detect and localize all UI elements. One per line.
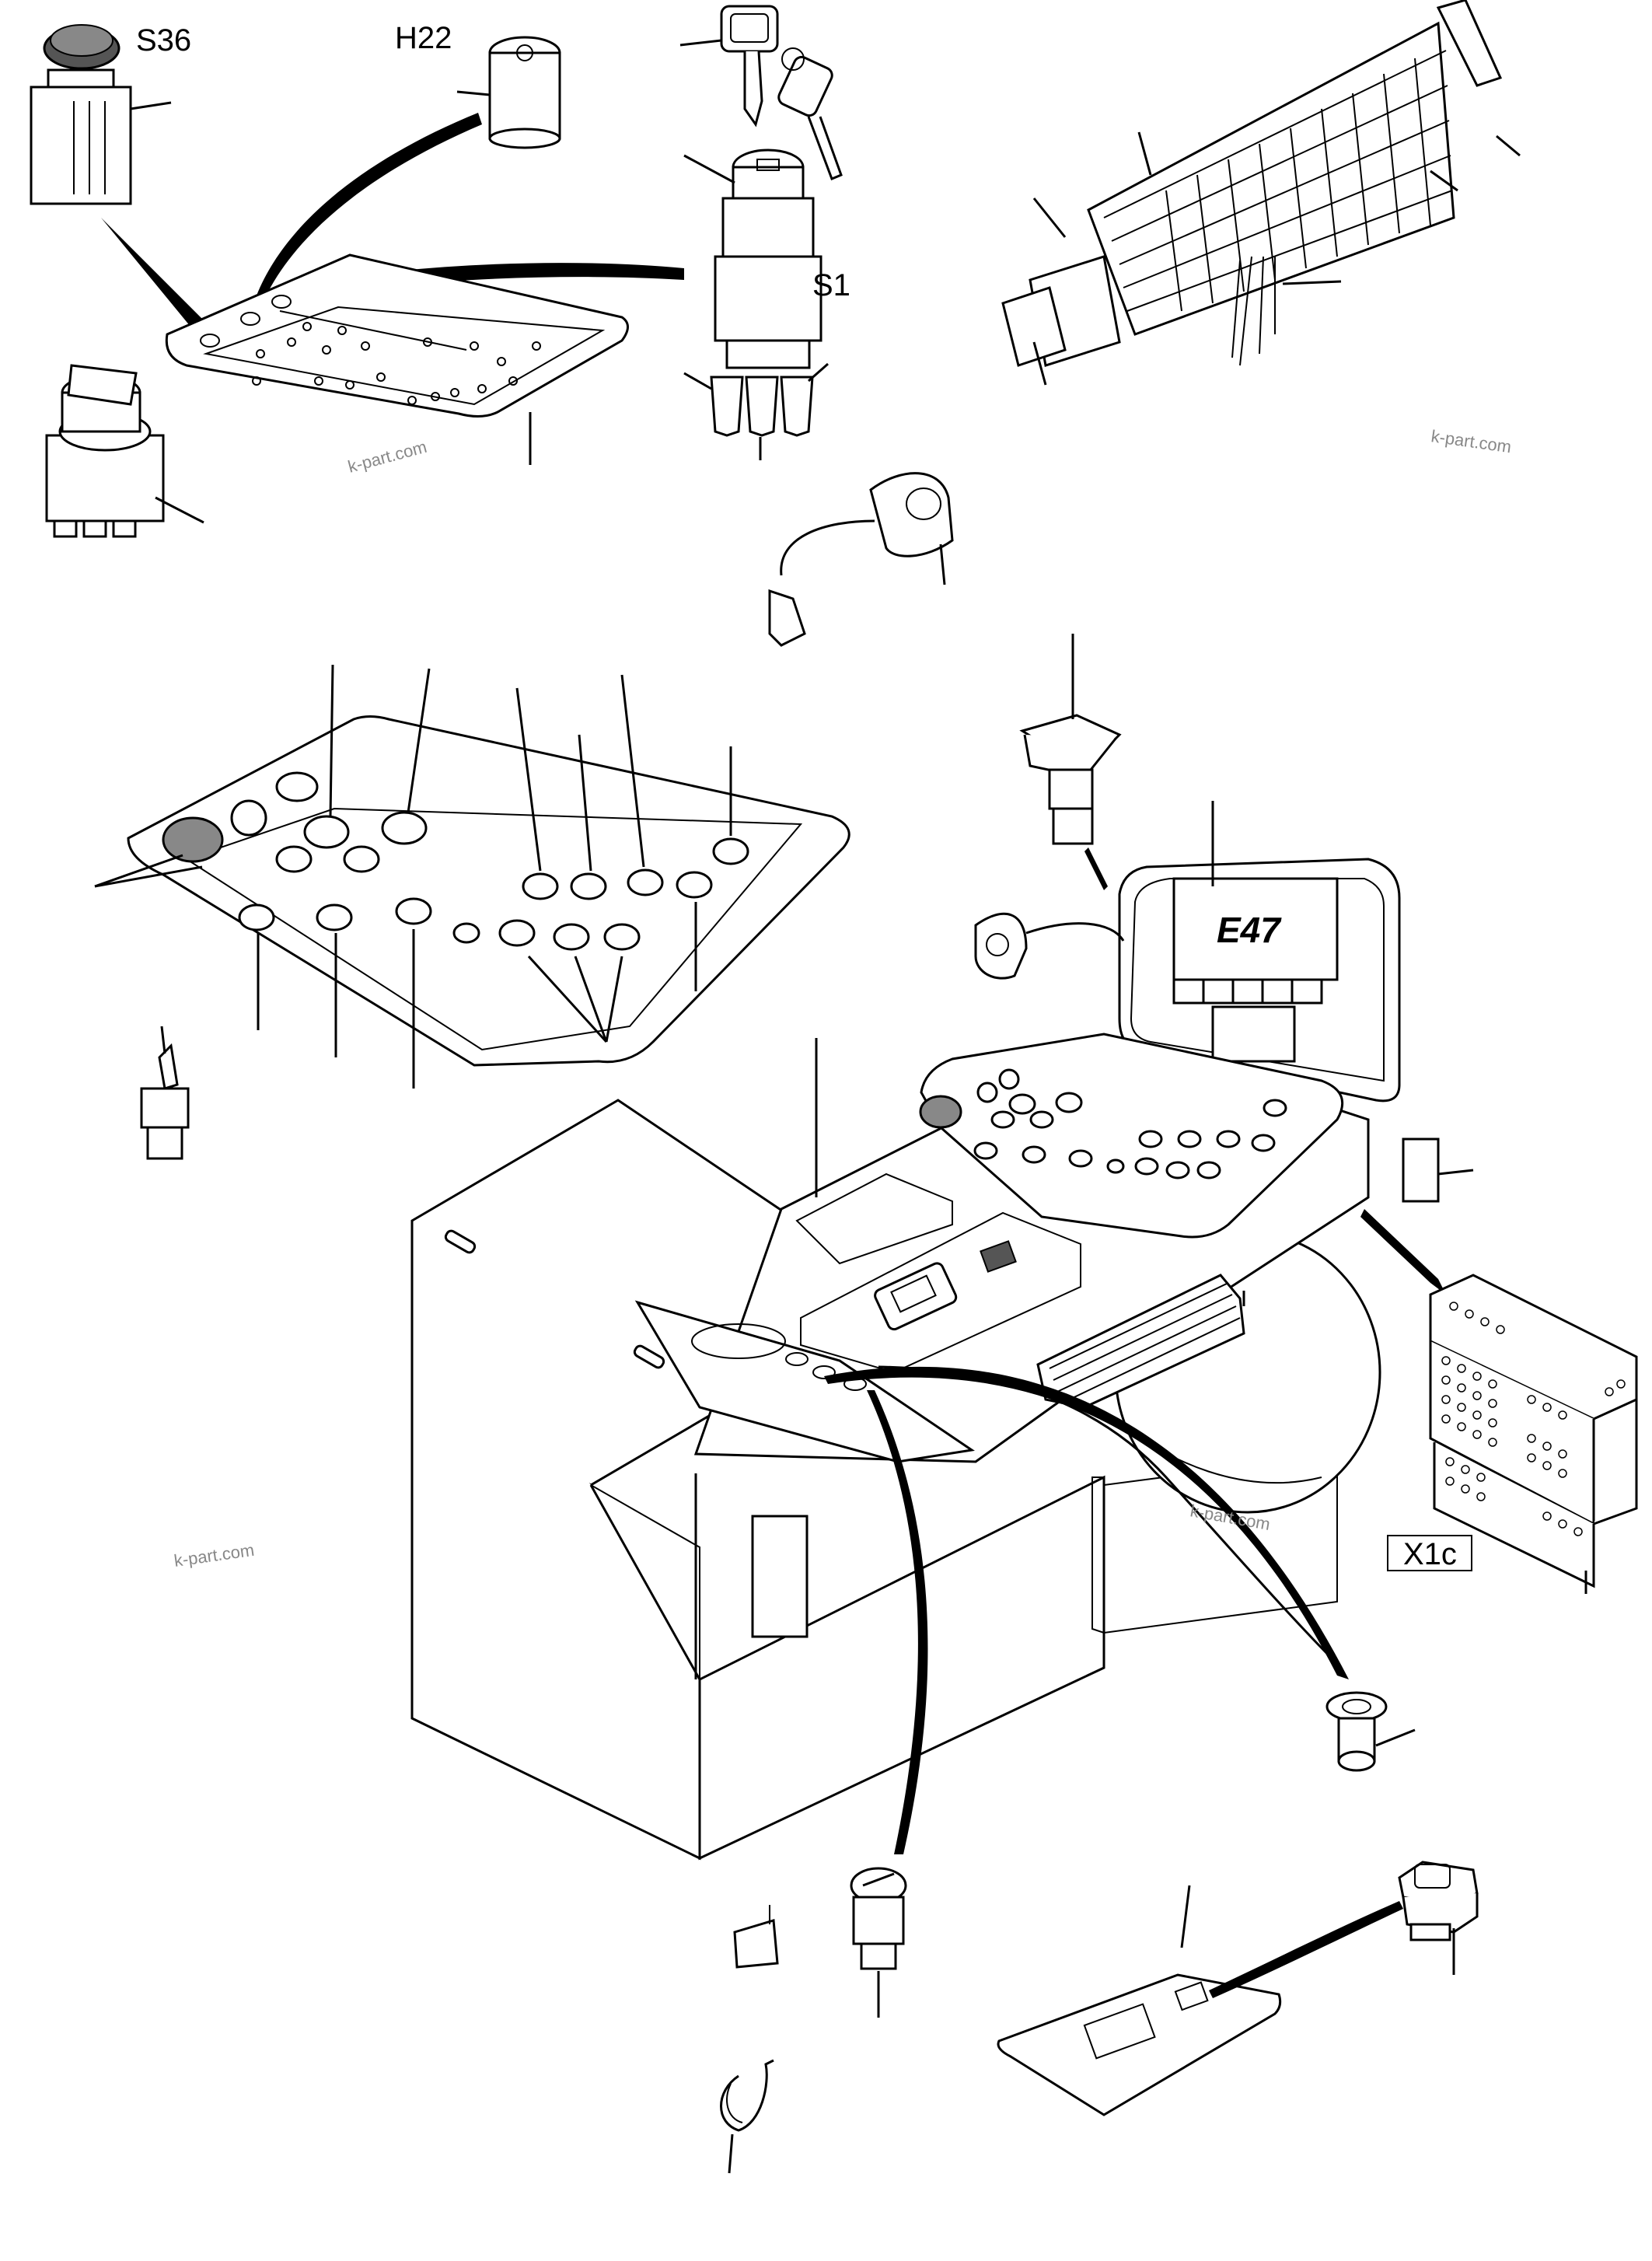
toggle-switch (140, 1026, 190, 1160)
console-display-e47 (1118, 801, 1401, 1103)
perforated-cover-x1c (1429, 1274, 1638, 1594)
label-h22: H22 (395, 21, 452, 55)
terminal-block-assembly (1001, 0, 1521, 386)
ignition-keys (679, 5, 843, 180)
watermark-1: k-part.com (346, 437, 429, 477)
panel-knobs (238, 811, 749, 951)
mounting-plate (997, 1885, 1403, 2116)
label-s36: S36 (136, 23, 191, 58)
label-x1c-box (1387, 1535, 1472, 1571)
cigarette-lighter (850, 1867, 907, 2018)
cable-tie (720, 2059, 774, 2174)
emergency-stop-switch-s36 (30, 24, 202, 327)
indicator-lamp (1019, 634, 1122, 890)
key-switch-s1 (276, 149, 829, 460)
switch-panel-plate-main (94, 664, 850, 1089)
watermark-4: k-part.com (173, 1540, 255, 1571)
perforation-pattern (1441, 1302, 1626, 1536)
indicator-lamp-h22 (257, 36, 561, 295)
socket-right (1325, 1691, 1416, 1772)
label-sticker (733, 1905, 779, 1969)
label-x1c: X1c (1403, 1537, 1457, 1571)
watermark-2: k-part.com (1430, 426, 1512, 456)
console-knobs (973, 1092, 1287, 1179)
rotary-switch (45, 364, 204, 538)
terminal-rows (1103, 50, 1453, 312)
label-e47: E47 (1217, 910, 1282, 950)
switch-panel-plate-top (165, 253, 629, 465)
cable-sensor (768, 472, 954, 647)
operator-cabinet (410, 1033, 1474, 1861)
rocker-switch (1398, 1861, 1479, 1975)
console-lamp-cable (974, 912, 1125, 980)
panel-holes (200, 295, 541, 405)
label-s1: S1 (812, 268, 850, 302)
console-terminals (1049, 1282, 1241, 1404)
